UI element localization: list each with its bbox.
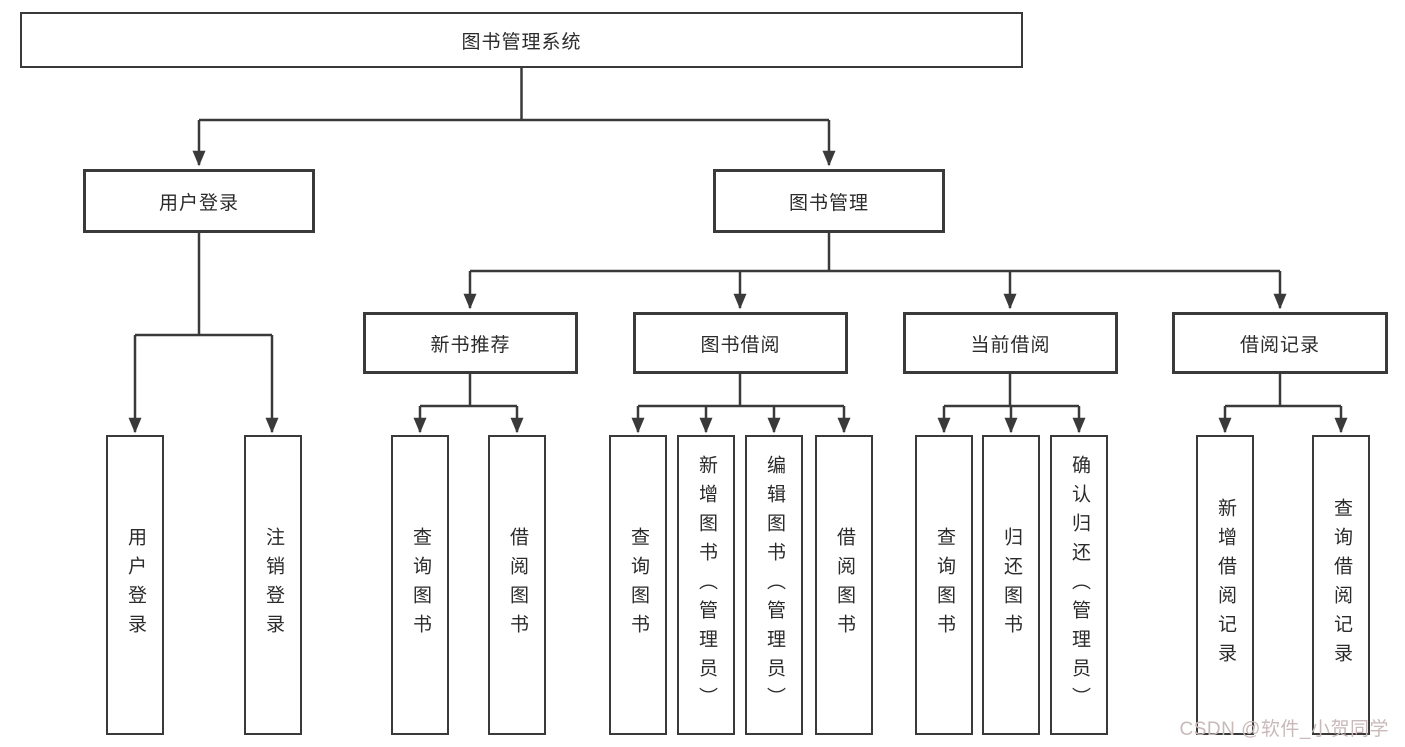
leaf-borrow-books-borrowing: 借阅图书 xyxy=(815,435,873,735)
leaf-confirm-return-admin: 确认归还（管理员） xyxy=(1050,435,1108,735)
leaf-logout: 注销登录 xyxy=(244,435,302,735)
leaf-add-book-admin: 新增图书（管理员） xyxy=(677,435,735,735)
node-new-book-recommend: 新书推荐 xyxy=(363,312,578,374)
leaf-query-books-borrowing: 查询图书 xyxy=(609,435,667,735)
node-borrowing-records: 借阅记录 xyxy=(1172,312,1388,374)
leaf-edit-book-admin: 编辑图书（管理员） xyxy=(745,435,803,735)
node-book-borrowing: 图书借阅 xyxy=(633,312,848,374)
leaf-query-books-current: 查询图书 xyxy=(915,435,973,735)
node-user-login: 用户登录 xyxy=(83,169,315,233)
leaf-return-book: 归还图书 xyxy=(982,435,1040,735)
node-current-borrowing: 当前借阅 xyxy=(903,312,1118,374)
watermark: CSDN @软件_小贺同学 xyxy=(1179,719,1389,740)
node-book-management: 图书管理 xyxy=(713,169,945,233)
node-root: 图书管理系统 xyxy=(20,12,1023,68)
leaf-query-borrow-record: 查询借阅记录 xyxy=(1312,435,1370,735)
leaf-add-borrow-record: 新增借阅记录 xyxy=(1196,435,1254,735)
leaf-borrow-books-recommend: 借阅图书 xyxy=(488,435,546,735)
leaf-query-books-recommend: 查询图书 xyxy=(391,435,449,735)
leaf-user-login: 用户登录 xyxy=(106,435,164,735)
